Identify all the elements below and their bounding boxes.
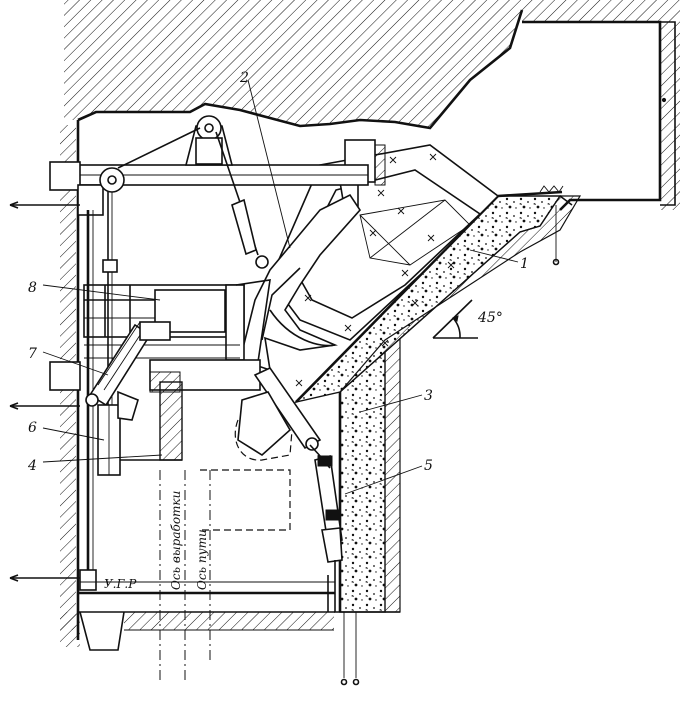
leader-lines [42,79,519,495]
track-axis-label: Ось пути [195,529,209,590]
callout-1: 1 [520,256,529,272]
loading-arm [239,193,362,372]
callout-5: 5 [424,458,433,474]
overhead-beam [9,115,369,582]
rail-level-label: У.Г.Р [104,577,137,591]
callout-6: 6 [28,420,37,436]
excavation-contour [60,0,680,651]
callout-4: 4 [27,458,37,474]
callout-2: 2 [239,70,249,86]
callout-8: 8 [28,280,37,296]
drain-pipes [340,612,360,686]
left-hoist-assembly [79,192,183,591]
center-axes [80,470,336,680]
working-axis-label: Ось выработки [169,491,183,590]
callout-7: 7 [28,346,37,362]
angle-indicator: 45° [432,299,503,339]
angle-label: 45° [477,310,503,326]
rivet-marks [295,153,455,387]
callout-3: 3 [424,388,433,404]
lower-hydraulic-assembly [200,366,343,563]
